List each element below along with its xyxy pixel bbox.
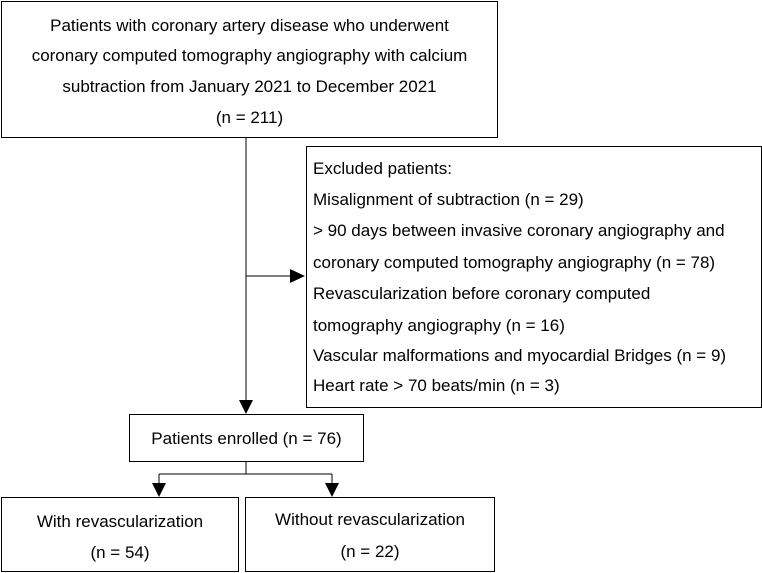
total-patients-line-3: subtraction from January 2021 to Decembe…: [62, 77, 437, 96]
with-revascularization-box: With revascularization (n = 54): [1, 497, 239, 572]
with-revascularization-count: (n = 54): [90, 543, 150, 562]
without-revascularization-label: Without revascularization: [275, 510, 465, 529]
enrolled-patients-box: Patients enrolled (n = 76): [129, 414, 364, 462]
excluded-reason-malformations: Vascular malformations and myocardial Br…: [313, 346, 727, 365]
arrow-to-with-revasc: [152, 483, 166, 497]
arrow-to-enrolled: [239, 400, 253, 414]
total-patients-line-2: coronary computed tomography angiography…: [31, 46, 468, 65]
with-revascularization-label: With revascularization: [36, 512, 204, 531]
excluded-title: Excluded patients:: [313, 159, 452, 178]
total-patients-count: (n = 211): [215, 108, 284, 127]
excluded-reason-misalignment: Misalignment of subtraction (n = 29): [313, 190, 584, 209]
excluded-reason-heart-rate: Heart rate > 70 beats/min (n = 3): [313, 376, 560, 395]
excluded-reason-prior-revasc-line-2: tomography angiography (n = 16): [313, 316, 565, 335]
without-revascularization-box: Without revascularization (n = 22): [245, 497, 495, 572]
excluded-reason-90-days-line-2: coronary computed tomography angiography…: [313, 253, 716, 272]
excluded-reason-90-days-line-1: > 90 days between invasive coronary angi…: [313, 221, 725, 240]
without-revascularization-count: (n = 22): [340, 542, 400, 561]
excluded-patients-box: Excluded patients: Misalignment of subtr…: [306, 146, 762, 408]
excluded-reason-prior-revasc-line-1: Revascularization before coronary comput…: [313, 284, 651, 303]
total-patients-box: Patients with coronary artery disease wh…: [1, 1, 498, 138]
arrow-to-without-revasc: [325, 483, 339, 497]
arrow-to-excluded: [290, 269, 305, 283]
total-patients-line-1: Patients with coronary artery disease wh…: [50, 16, 449, 35]
enrolled-patients-label: Patients enrolled (n = 76): [151, 429, 342, 448]
